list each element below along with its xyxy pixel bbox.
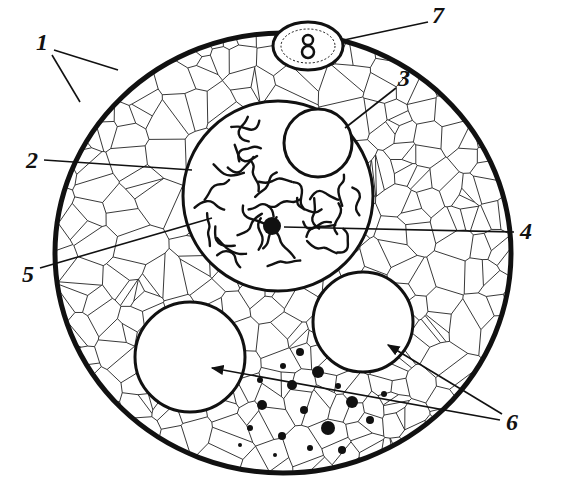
cell-wall: [55, 33, 511, 473]
leader-lines: [40, 22, 514, 420]
plastid-body: [302, 35, 314, 58]
callout-number: 7: [432, 3, 444, 27]
plastid: [273, 22, 343, 70]
callout-number: 6: [506, 410, 518, 434]
callout-number: 1: [36, 30, 48, 54]
granules: [238, 348, 387, 457]
callout-number: 3: [398, 66, 410, 90]
nucleus-vacuole: [284, 109, 352, 177]
vacuole: [135, 302, 245, 412]
callout-number: 2: [26, 148, 38, 172]
plastid-inner: [281, 29, 335, 63]
nucleus: [183, 101, 373, 291]
vacuole: [313, 272, 413, 372]
nucleolus: [263, 217, 281, 235]
callout-number: 5: [22, 262, 34, 286]
callout-number: 4: [520, 219, 532, 243]
